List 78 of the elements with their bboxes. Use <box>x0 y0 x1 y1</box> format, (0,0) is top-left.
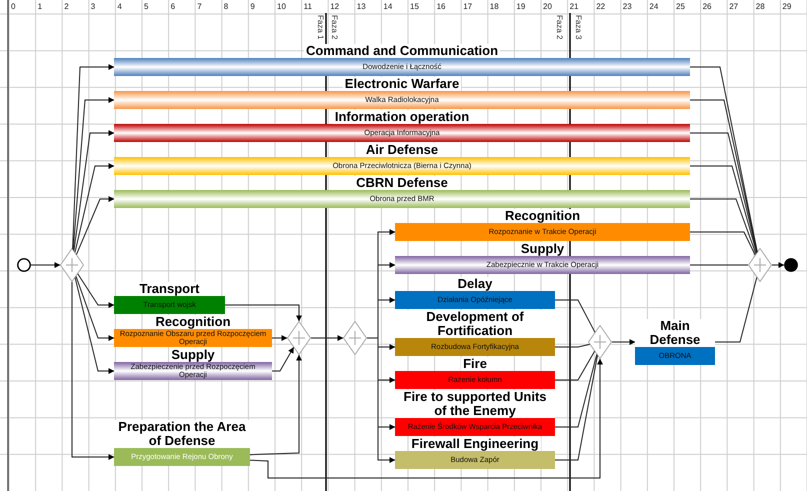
task-heading: Electronic Warfare <box>342 77 462 91</box>
task-heading: Preparation the Area of Defense <box>114 420 250 448</box>
connector-arrow <box>554 300 596 333</box>
connector-arrow <box>73 130 114 252</box>
gateway-diamond <box>287 321 311 355</box>
column-number: 6 <box>170 2 176 11</box>
column-number: 0 <box>11 2 16 11</box>
task-heading: Supply <box>169 348 217 362</box>
connector-arrow <box>74 277 114 374</box>
column-number: 11 <box>304 2 312 11</box>
task-heading: Recognition <box>153 315 233 329</box>
task-heading: Air Defense <box>364 143 440 157</box>
column-number: 14 <box>383 2 392 11</box>
column-number: 29 <box>782 2 792 11</box>
end-event-circle <box>784 258 798 272</box>
connector-arrow <box>250 354 302 456</box>
connector-arrow <box>72 282 114 460</box>
connector-arrow <box>250 358 603 478</box>
connector-arrow <box>366 338 396 463</box>
task-heading: CBRN Defense <box>354 176 450 190</box>
task-heading: Fire <box>461 357 489 371</box>
column-number: 12 <box>330 2 340 11</box>
connector-arrow <box>310 335 344 341</box>
connector-arrow <box>72 64 114 250</box>
column-number: 23 <box>622 2 632 11</box>
column-number: 9 <box>250 2 255 11</box>
column-number: 28 <box>756 2 765 11</box>
column-number: 21 <box>570 2 578 11</box>
column-number: 2 <box>64 2 69 11</box>
phase-label: Faza 1 <box>316 15 325 40</box>
column-number: 20 <box>543 2 552 11</box>
task-heading: Firewall Engineering <box>409 437 541 451</box>
column-number: 27 <box>729 2 738 11</box>
gateway-diamond <box>343 321 367 355</box>
column-number: 26 <box>702 2 712 11</box>
connector-arrow <box>76 276 114 341</box>
column-number: 8 <box>224 2 228 11</box>
gateway-diamond <box>588 325 612 359</box>
connector-arrow <box>224 304 302 322</box>
task-heading: Transport <box>138 282 202 296</box>
phase-label: Faza 3 <box>574 15 583 40</box>
column-number: 22 <box>596 2 606 11</box>
gateway-diamond <box>748 248 772 282</box>
task-heading: Supply <box>518 242 566 256</box>
gateway-diamond <box>60 248 84 282</box>
column-number: 24 <box>649 2 658 11</box>
connector-arrow <box>272 335 288 341</box>
connector-arrow <box>772 262 784 268</box>
start-event-circle <box>17 258 31 272</box>
column-number: 1 <box>38 2 42 11</box>
task-heading: Information operation <box>332 110 472 124</box>
connector-arrow <box>272 346 294 372</box>
column-number: 4 <box>117 2 122 11</box>
phase-label: Faza 2 <box>555 15 564 40</box>
column-number: 3 <box>90 2 96 11</box>
column-number: 10 <box>277 2 286 11</box>
task-heading: Delay <box>456 277 494 291</box>
column-number: 5 <box>144 2 148 11</box>
column-number: 7 <box>197 2 202 11</box>
column-number: 19 <box>516 2 526 11</box>
connector-arrow <box>72 97 114 250</box>
task-heading: Recognition <box>502 209 582 223</box>
connector-arrow <box>77 273 114 308</box>
connector-arrow <box>76 196 114 255</box>
task-heading: Main Defense <box>635 319 715 347</box>
connector-arrow <box>612 339 636 345</box>
column-number: 17 <box>463 2 472 11</box>
connector-arrow <box>554 350 596 380</box>
task-heading: Command and Communication <box>304 44 500 58</box>
column-number: 25 <box>676 2 685 11</box>
column-number: 13 <box>356 2 366 11</box>
column-number: 16 <box>436 2 446 11</box>
column-number: 18 <box>490 2 499 11</box>
phase-label: Faza 2 <box>330 15 339 40</box>
task-heading: Fire to supported Units of the Enemy <box>395 390 555 418</box>
connector-arrow <box>74 163 114 253</box>
column-number: 15 <box>410 2 419 11</box>
connector-arrow <box>30 262 60 268</box>
